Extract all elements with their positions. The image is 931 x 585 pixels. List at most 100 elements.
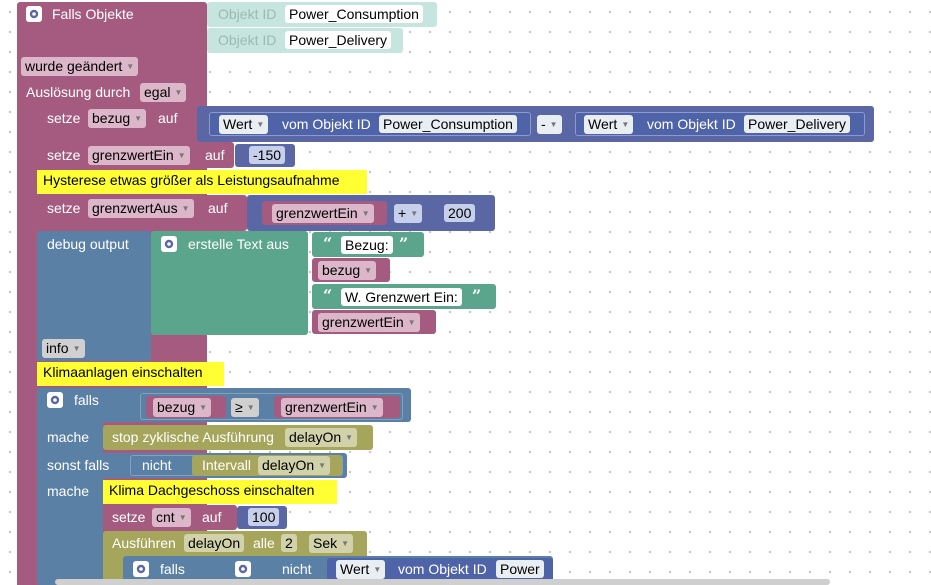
dropdown-arrow-icon: ▼ — [177, 151, 186, 161]
gear-icon[interactable] — [161, 236, 177, 252]
dropdown-arrow-icon: ▼ — [549, 120, 558, 130]
mache-label-1: mache — [47, 429, 90, 445]
interval-label: Intervall — [202, 457, 252, 473]
trigger-label: Auslösung durch — [26, 84, 131, 100]
dropdown-arrow-icon: ▼ — [181, 204, 190, 214]
object-id-value-1[interactable]: Power_Consumption — [285, 5, 423, 23]
dropdown-arrow-icon: ▼ — [174, 88, 183, 98]
changed-dropdown[interactable]: wurde geändert▼ — [21, 57, 139, 77]
create-text-block[interactable] — [151, 231, 308, 335]
wert-label-b: Wert — [588, 116, 618, 132]
inner-nicht-label: nicht — [282, 561, 312, 577]
object-id-consumption[interactable]: Power_Consumption — [379, 115, 517, 133]
interval-var-dropdown[interactable]: delayOn▼ — [258, 456, 331, 476]
gear-icon[interactable] — [26, 6, 42, 22]
execute-unit-dropdown[interactable]: Sek▼ — [309, 534, 354, 554]
text-field-bezug[interactable]: Bezug: — [341, 236, 393, 254]
sonst-falls-label: sonst falls — [47, 457, 110, 473]
grenzwertein-ref-dropdown[interactable]: grenzwertEin▼ — [272, 204, 374, 224]
gear-icon[interactable] — [133, 561, 149, 577]
mache-label-2: mache — [47, 483, 90, 499]
setze-label: setze — [47, 110, 81, 126]
grenzwertein-ref-label: grenzwertEin — [276, 205, 358, 221]
inner-wert-label: Wert — [340, 561, 370, 577]
wert-dropdown-b[interactable]: Wert▼ — [584, 115, 634, 135]
bezug-ref-label: bezug — [322, 262, 361, 278]
quote-icon: “ — [323, 234, 333, 253]
setze-label: setze — [112, 509, 146, 525]
object-id-delivery[interactable]: Power_Delivery — [744, 115, 851, 133]
cnt-var-dropdown[interactable]: cnt▼ — [152, 508, 191, 528]
bezug-compare-label: bezug — [157, 399, 196, 415]
changed-dropdown-label: wurde geändert — [25, 58, 123, 74]
auf-label: auf — [208, 200, 228, 216]
dropdown-arrow-icon: ▼ — [370, 403, 379, 413]
dropdown-arrow-icon: ▼ — [178, 513, 187, 523]
inner-object-id[interactable]: Power — [496, 560, 544, 578]
alle-label: alle — [253, 535, 275, 551]
execute-interval-value[interactable]: 2 — [281, 534, 297, 552]
grenzwertein-ref2-dropdown[interactable]: grenzwertEin▼ — [318, 313, 420, 333]
number-field-150[interactable]: -150 — [249, 146, 286, 164]
dropdown-arrow-icon: ▼ — [126, 62, 135, 72]
compare-operator-label: ≥ — [235, 399, 243, 415]
stop-interval-label: stop zyklische Ausführung — [112, 429, 274, 445]
plus-operator-label: + — [398, 205, 407, 221]
dropdown-arrow-icon: ▼ — [361, 209, 370, 219]
execute-label: Ausführen — [112, 535, 176, 551]
number-field-200[interactable]: 200 — [444, 204, 476, 222]
object-id-label-2: Objekt ID — [218, 32, 277, 48]
grenzwertein-compare-label: grenzwertEin — [285, 399, 367, 415]
wert-dropdown-a[interactable]: Wert▼ — [219, 115, 269, 135]
operator-dropdown[interactable]: -▼ — [537, 115, 562, 135]
auf-label: auf — [205, 147, 225, 163]
grenzwertein-var-dropdown[interactable]: grenzwertEin▼ — [88, 146, 190, 166]
operator-label: - — [541, 116, 546, 132]
grenzwertein-compare-dropdown[interactable]: grenzwertEin▼ — [281, 398, 383, 418]
horizontal-scrollbar[interactable] — [55, 579, 830, 585]
dropdown-arrow-icon: ▼ — [72, 344, 81, 354]
text-field-grenzwert[interactable]: W. Grenzwert Ein: — [341, 288, 462, 306]
inner-wert-dropdown[interactable]: Wert▼ — [336, 560, 386, 580]
inner-falls-label: falls — [160, 561, 185, 577]
grenzwertaus-var-label: grenzwertAus — [92, 200, 178, 216]
inner-vom-objekt-label: vom Objekt ID — [398, 561, 487, 577]
create-text-label: erstelle Text aus — [188, 236, 289, 252]
comment-hysterese[interactable]: Hysterese etwas größer als Leistungsaufn… — [37, 170, 367, 194]
number-field-100[interactable]: 100 — [248, 508, 280, 526]
setze-label: setze — [47, 200, 81, 216]
execute-var-field[interactable]: delayOn — [184, 534, 245, 552]
debug-output-label: debug output — [47, 236, 129, 252]
comment-klimaanlagen[interactable]: Klimaanlagen einschalten — [37, 362, 224, 386]
grenzwertein-ref2-label: grenzwertEin — [322, 314, 404, 330]
gear-icon[interactable] — [235, 561, 251, 577]
vom-objekt-label-a: vom Objekt ID — [282, 116, 371, 132]
log-level-dropdown[interactable]: info▼ — [42, 339, 85, 359]
bezug-var-dropdown[interactable]: bezug▼ — [88, 109, 147, 129]
comment-dachgeschoss[interactable]: Klima Dachgeschoss einschalten — [103, 480, 337, 504]
object-id-value-2[interactable]: Power_Delivery — [285, 31, 392, 49]
gear-icon[interactable] — [47, 392, 63, 408]
setze-label: setze — [47, 147, 81, 163]
grenzwertaus-var-dropdown[interactable]: grenzwertAus▼ — [88, 199, 194, 219]
auf-label: auf — [202, 509, 222, 525]
event-title: Falls Objekte — [52, 6, 134, 22]
trigger-dropdown[interactable]: egal▼ — [140, 83, 187, 103]
dropdown-arrow-icon: ▼ — [318, 461, 327, 471]
stop-interval-var-dropdown[interactable]: delayOn▼ — [285, 428, 358, 448]
interval-var-label: delayOn — [262, 457, 315, 473]
quote-icon: “ — [323, 286, 333, 305]
auf-label: auf — [158, 110, 178, 126]
log-level-label: info — [46, 340, 69, 356]
dropdown-arrow-icon: ▼ — [373, 565, 382, 575]
trigger-dropdown-label: egal — [144, 84, 171, 100]
bezug-ref-dropdown[interactable]: bezug▼ — [318, 261, 377, 281]
compare-operator-dropdown[interactable]: ≥▼ — [231, 398, 259, 418]
falls-label: falls — [74, 392, 99, 408]
dropdown-arrow-icon: ▼ — [364, 266, 373, 276]
plus-operator-dropdown[interactable]: +▼ — [394, 204, 423, 224]
quote-icon: ” — [472, 286, 482, 305]
execute-unit-label: Sek — [313, 535, 338, 551]
bezug-compare-dropdown[interactable]: bezug▼ — [153, 398, 212, 418]
wert-label-a: Wert — [223, 116, 253, 132]
